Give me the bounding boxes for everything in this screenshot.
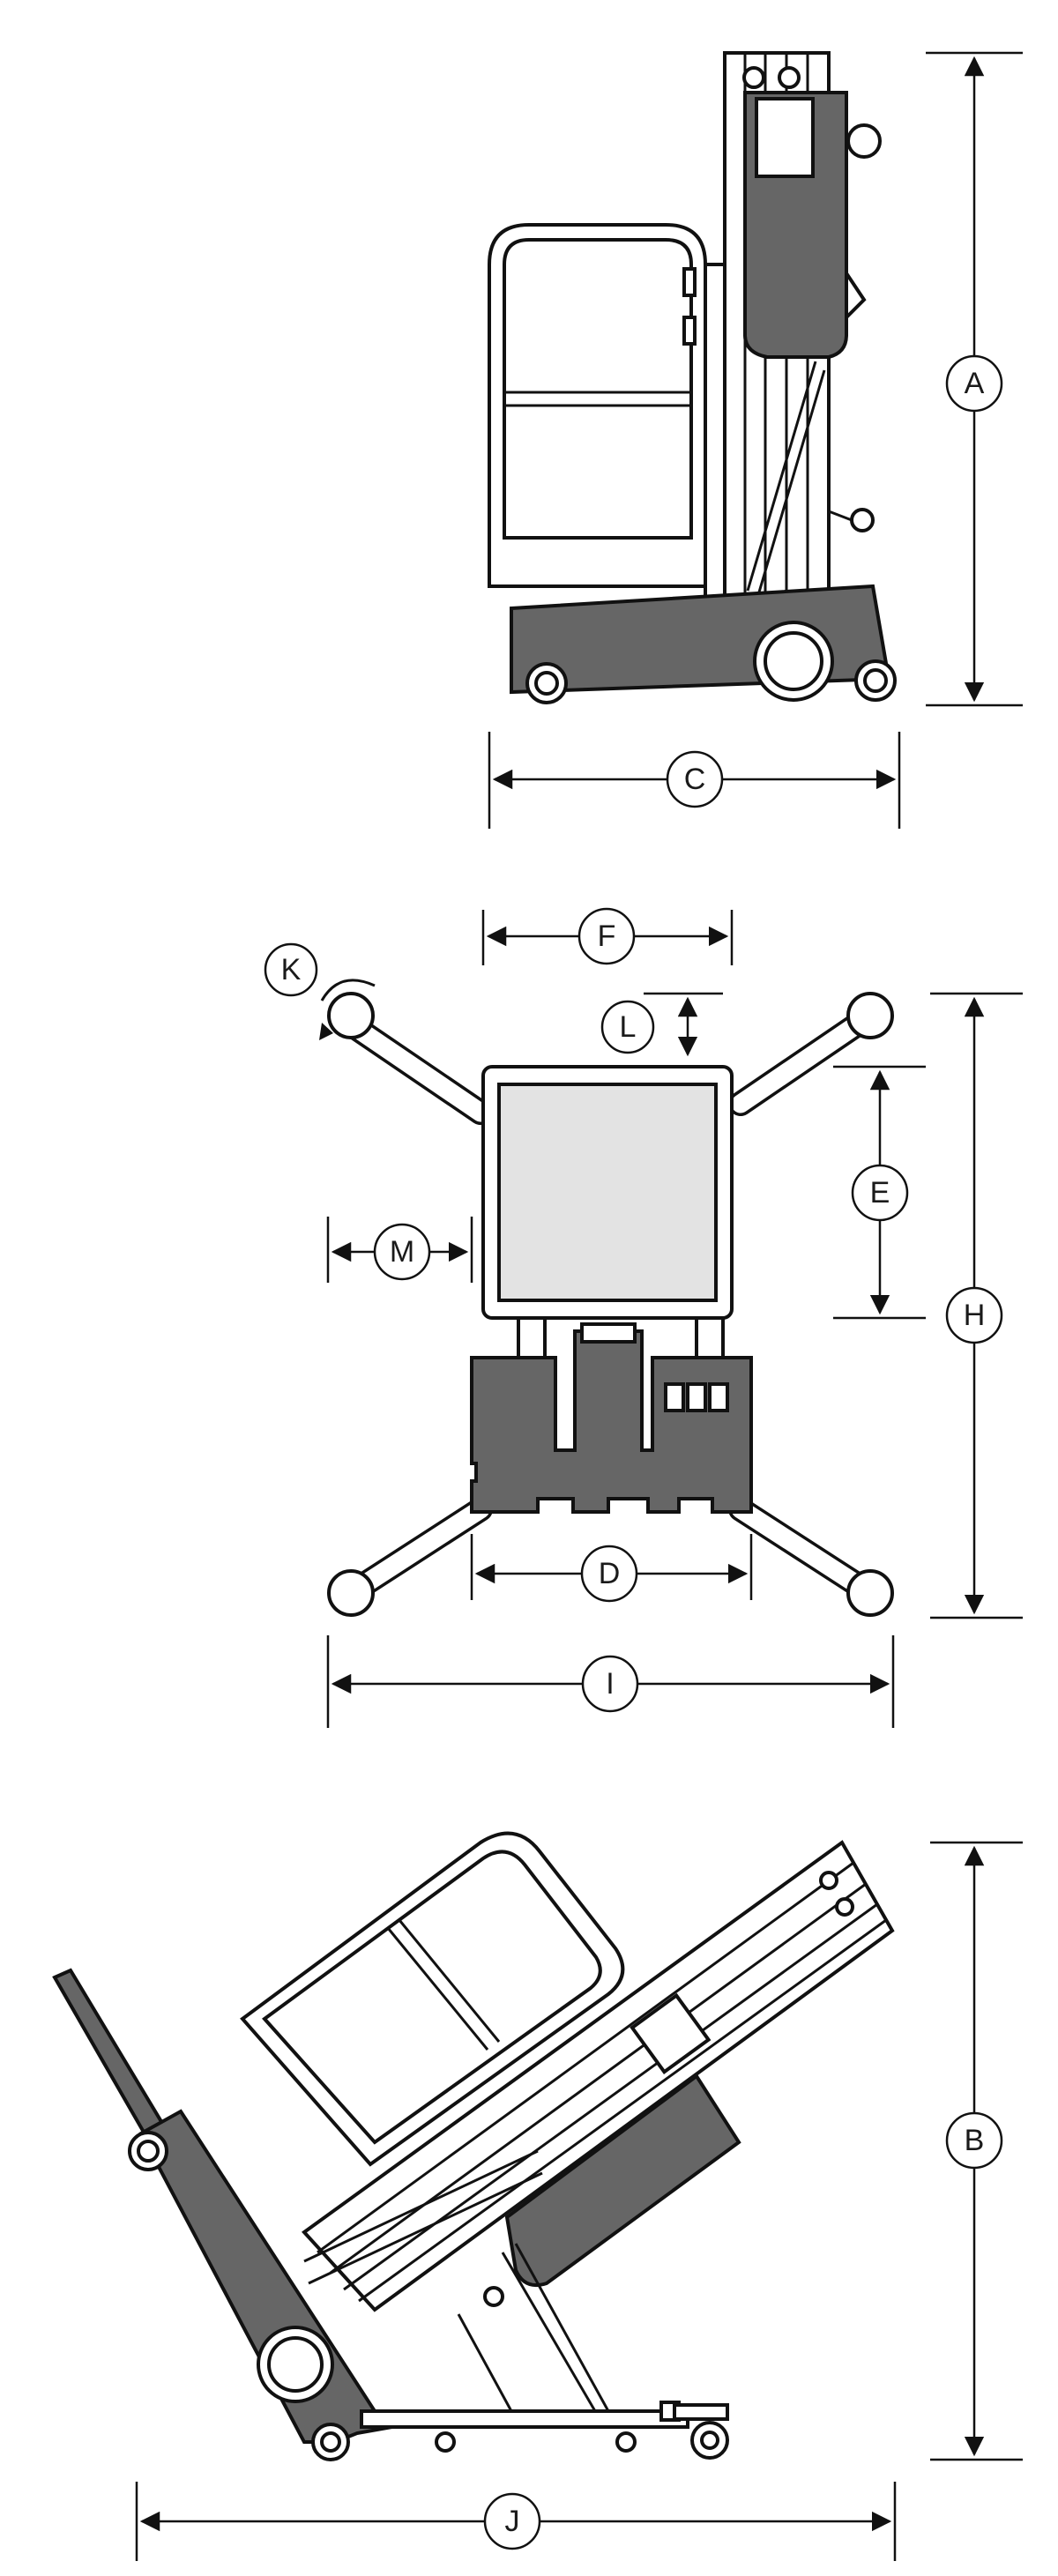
label-a: A bbox=[965, 367, 985, 400]
dimension-j: J bbox=[135, 2482, 897, 2561]
dimension-l: L bbox=[600, 992, 723, 1057]
dimension-i: I bbox=[326, 1635, 895, 1728]
dimension-b: B bbox=[930, 1841, 1023, 2461]
label-k: K bbox=[281, 953, 302, 986]
dimension-h: H bbox=[930, 992, 1023, 1619]
dimension-e: E bbox=[833, 1065, 926, 1320]
label-i: I bbox=[606, 1667, 614, 1701]
tilted-control-box bbox=[504, 1992, 741, 2288]
tilted-platform bbox=[240, 1831, 625, 2167]
tilted-chassis bbox=[360, 2243, 729, 2460]
base bbox=[510, 584, 897, 704]
label-m: M bbox=[390, 1235, 414, 1269]
tilted-handle bbox=[52, 1968, 166, 2138]
label-f: F bbox=[598, 919, 616, 953]
dimension-f: F bbox=[481, 907, 734, 965]
label-l: L bbox=[620, 1010, 637, 1044]
platform-basket bbox=[488, 223, 726, 601]
label-e: E bbox=[870, 1176, 890, 1210]
platform-top bbox=[481, 1065, 734, 1320]
label-b: B bbox=[965, 2124, 985, 2157]
dimension-d: D bbox=[470, 1534, 753, 1603]
label-d: D bbox=[599, 1557, 621, 1590]
top-view: F K L E H bbox=[264, 907, 1023, 1728]
control-box bbox=[743, 91, 882, 532]
tilted-view: B J bbox=[52, 1831, 1023, 2561]
base-top bbox=[470, 1316, 753, 1514]
dimension-a: A bbox=[926, 51, 1023, 707]
side-view: A C bbox=[488, 51, 1023, 829]
label-c: C bbox=[684, 763, 706, 796]
tilted-mast bbox=[302, 1840, 895, 2312]
outriggers bbox=[319, 979, 894, 1617]
dimension-c: C bbox=[488, 732, 901, 829]
dimension-k: K bbox=[264, 942, 318, 997]
dimension-m: M bbox=[326, 1217, 473, 1283]
label-j: J bbox=[505, 2505, 520, 2538]
label-h: H bbox=[964, 1299, 986, 1332]
